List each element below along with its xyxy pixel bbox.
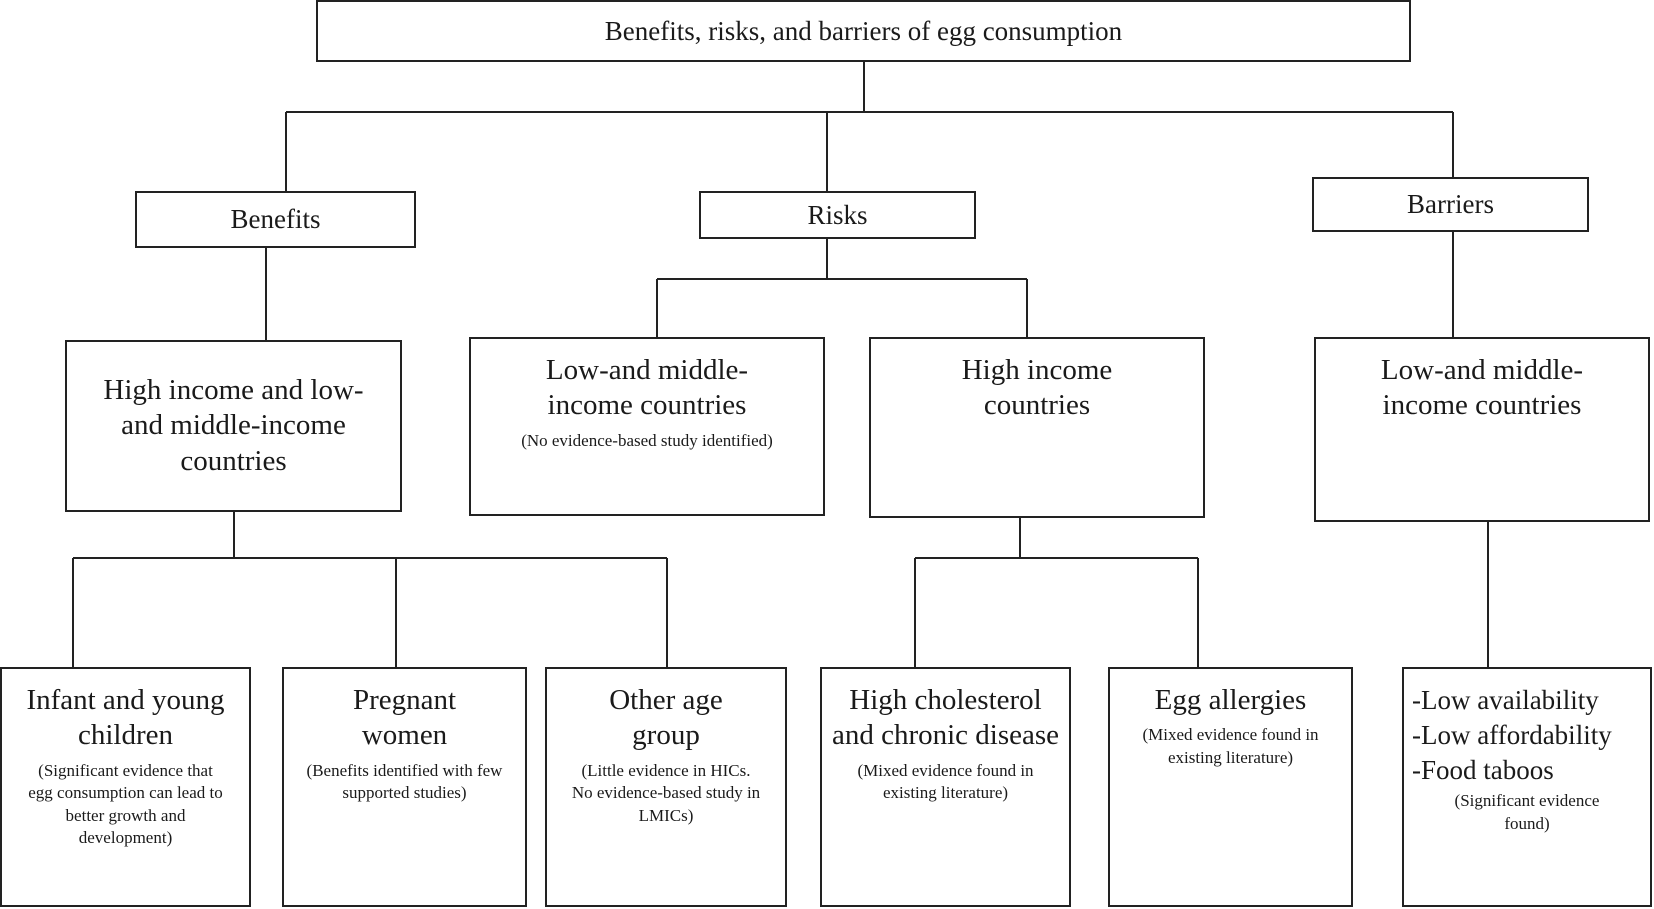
- root-node: Benefits, risks, and barriers of egg con…: [316, 0, 1411, 62]
- root-title: Benefits, risks, and barriers of egg con…: [604, 15, 1123, 46]
- leaf-other-note: (Little evidence in HICs. No evidence-ba…: [571, 760, 761, 825]
- leaf-infant-title: Infant and young children: [26, 684, 225, 752]
- leaf-pregnant-note: (Benefits identified with few supported …: [306, 760, 503, 803]
- leaf-cholesterol-note: (Mixed evidence found in existing litera…: [857, 760, 1034, 803]
- barrier-item: -Low availability: [1412, 685, 1599, 715]
- leaf-other-age-group: Other age group (Little evidence in HICs…: [545, 667, 787, 907]
- risks-lmic-node: Low-and middle-income countries (No evid…: [469, 337, 825, 516]
- leaf-egg-allergies: Egg allergies (Mixed evidence found in e…: [1108, 667, 1353, 907]
- benefits-income-group: High income and low-and middle-income co…: [65, 340, 402, 512]
- leaf-cholesterol: High cholesterol and chronic disease (Mi…: [820, 667, 1071, 907]
- category-risks: Risks: [699, 191, 976, 239]
- leaf-other-title: Other age group: [609, 684, 723, 752]
- category-barriers: Barriers: [1312, 177, 1589, 232]
- benefits-income-group-title: High income and low-and middle-income co…: [103, 373, 364, 477]
- category-benefits: Benefits: [135, 191, 416, 248]
- category-risks-label: Risks: [807, 199, 868, 230]
- risks-lmic-title: Low-and middle-income countries: [545, 354, 749, 422]
- barriers-item-list: -Low availability -Low affordability -Fo…: [1404, 683, 1612, 788]
- risks-lmic-note: (No evidence-based study identified): [521, 430, 773, 450]
- barrier-item: -Low affordability: [1412, 720, 1612, 751]
- leaf-infant-note: (Significant evidence that egg consumpti…: [28, 760, 223, 848]
- leaf-allergy-title: Egg allergies: [1154, 684, 1307, 716]
- category-benefits-label: Benefits: [230, 204, 321, 235]
- barriers-note: (Significant evidence found): [1454, 791, 1600, 833]
- risks-hic-node: High income countries: [869, 337, 1205, 518]
- leaf-cholesterol-title: High cholesterol and chronic disease: [831, 684, 1060, 752]
- leaf-barriers-list: -Low availability -Low affordability -Fo…: [1402, 667, 1652, 907]
- leaf-infant-children: Infant and young children (Significant e…: [0, 667, 251, 907]
- barriers-lmic-node: Low-and middle-income countries: [1314, 337, 1650, 522]
- barriers-lmic-title: Low-and middle-income countries: [1380, 354, 1584, 422]
- barrier-item: -Food taboos: [1412, 755, 1554, 786]
- leaf-pregnant-women: Pregnant women (Benefits identified with…: [282, 667, 527, 907]
- leaf-allergy-note: (Mixed evidence found in existing litera…: [1142, 725, 1319, 767]
- leaf-pregnant-title: Pregnant women: [352, 684, 457, 752]
- risks-hic-title: High income countries: [961, 354, 1113, 422]
- category-barriers-label: Barriers: [1407, 189, 1494, 220]
